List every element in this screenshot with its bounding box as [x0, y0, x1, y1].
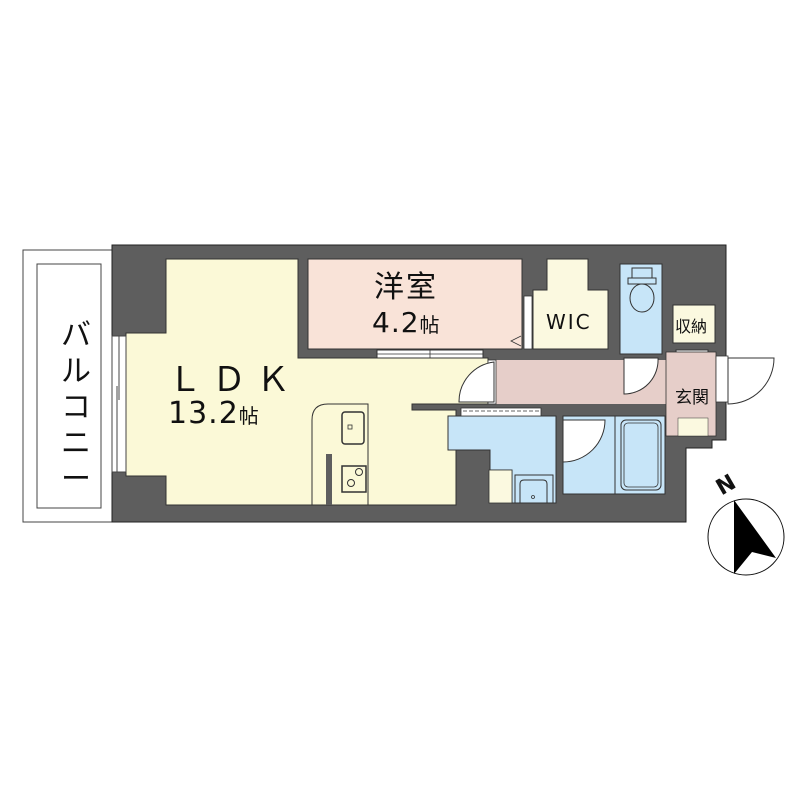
ldk-label: ＬＤＫ	[168, 360, 300, 400]
ldk-size: 13.2帖	[168, 396, 260, 431]
washbasin-icon	[514, 474, 554, 504]
balcony-area	[22, 249, 116, 523]
room-wic[interactable]	[532, 258, 609, 350]
western-room-label: 洋室	[374, 270, 438, 305]
balcony-label: バルコニー	[61, 318, 91, 497]
balcony-window	[111, 335, 127, 473]
western-room-sliding-door	[376, 349, 484, 359]
compass-icon	[707, 498, 785, 576]
toilet-icon	[627, 267, 657, 313]
wic-label: WIC	[546, 310, 592, 334]
hall-door	[458, 359, 497, 405]
western-room-size: 4.2帖	[372, 306, 441, 339]
sink-icon	[341, 411, 365, 445]
bath-door	[562, 419, 606, 463]
entrance-door	[715, 355, 775, 405]
storage-label: 収納	[675, 317, 708, 336]
entrance-label: 玄関	[675, 388, 709, 408]
kitchen-counter	[311, 403, 369, 506]
room-storage[interactable]	[672, 304, 716, 344]
toilet-door	[623, 357, 659, 395]
room-western[interactable]	[307, 258, 523, 350]
bathtub-icon	[620, 419, 662, 491]
